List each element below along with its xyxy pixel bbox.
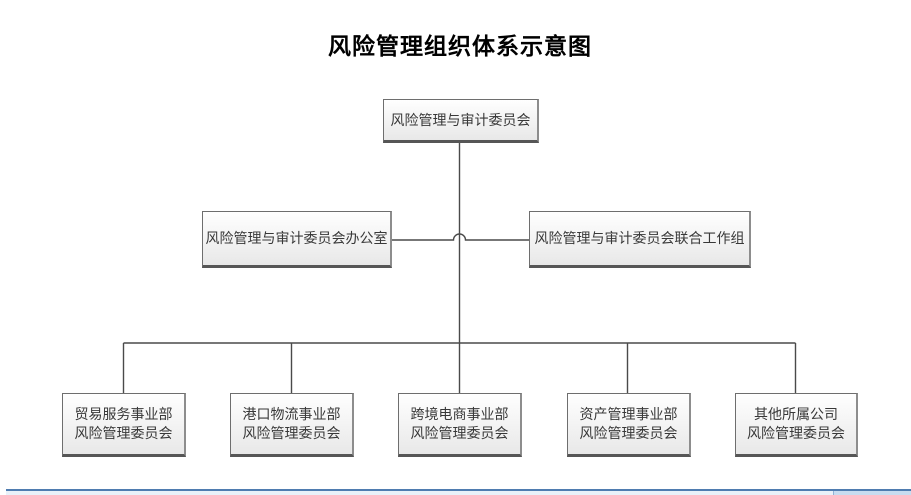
diagram-title: 风险管理组织体系示意图 [328,33,592,59]
node-label: 风险管理与审计委员会办公室 [205,230,388,246]
node-other-subsidiaries-committee[interactable]: 其他所属公司 风险管理委员会 [735,393,858,457]
node-asset-management-committee[interactable]: 资产管理事业部 风险管理委员会 [567,393,691,457]
node-label-line2: 风险管理委员会 [579,425,678,441]
node-label: 风险管理与审计委员会联合工作组 [534,230,745,246]
node-label-line1: 资产管理事业部 [579,406,678,422]
horizontal-scrollbar[interactable] [6,489,911,495]
node-label-line1: 贸易服务事业部 [74,406,173,422]
node-label-line1: 跨境电商事业部 [410,406,509,422]
node-port-logistics-committee[interactable]: 港口物流事业部 风险管理委员会 [230,393,354,457]
node-risk-audit-committee[interactable]: 风险管理与审计委员会 [383,99,539,143]
scrollbar-right-segment[interactable] [833,491,911,495]
node-label-line2: 风险管理委员会 [74,425,173,441]
node-trade-services-committee[interactable]: 贸易服务事业部 风险管理委员会 [62,393,186,457]
node-committee-office[interactable]: 风险管理与审计委员会办公室 [202,211,392,268]
node-joint-working-group[interactable]: 风险管理与审计委员会联合工作组 [529,211,751,268]
node-label-line1: 其他所属公司 [754,406,838,422]
node-label-line2: 风险管理委员会 [410,425,509,441]
node-cross-border-ecommerce-committee[interactable]: 跨境电商事业部 风险管理委员会 [398,393,522,457]
node-label-line2: 风险管理委员会 [242,425,341,441]
node-label: 风险管理与审计委员会 [390,111,531,128]
node-label-line2: 风险管理委员会 [747,425,845,441]
node-label-line1: 港口物流事业部 [242,406,341,422]
